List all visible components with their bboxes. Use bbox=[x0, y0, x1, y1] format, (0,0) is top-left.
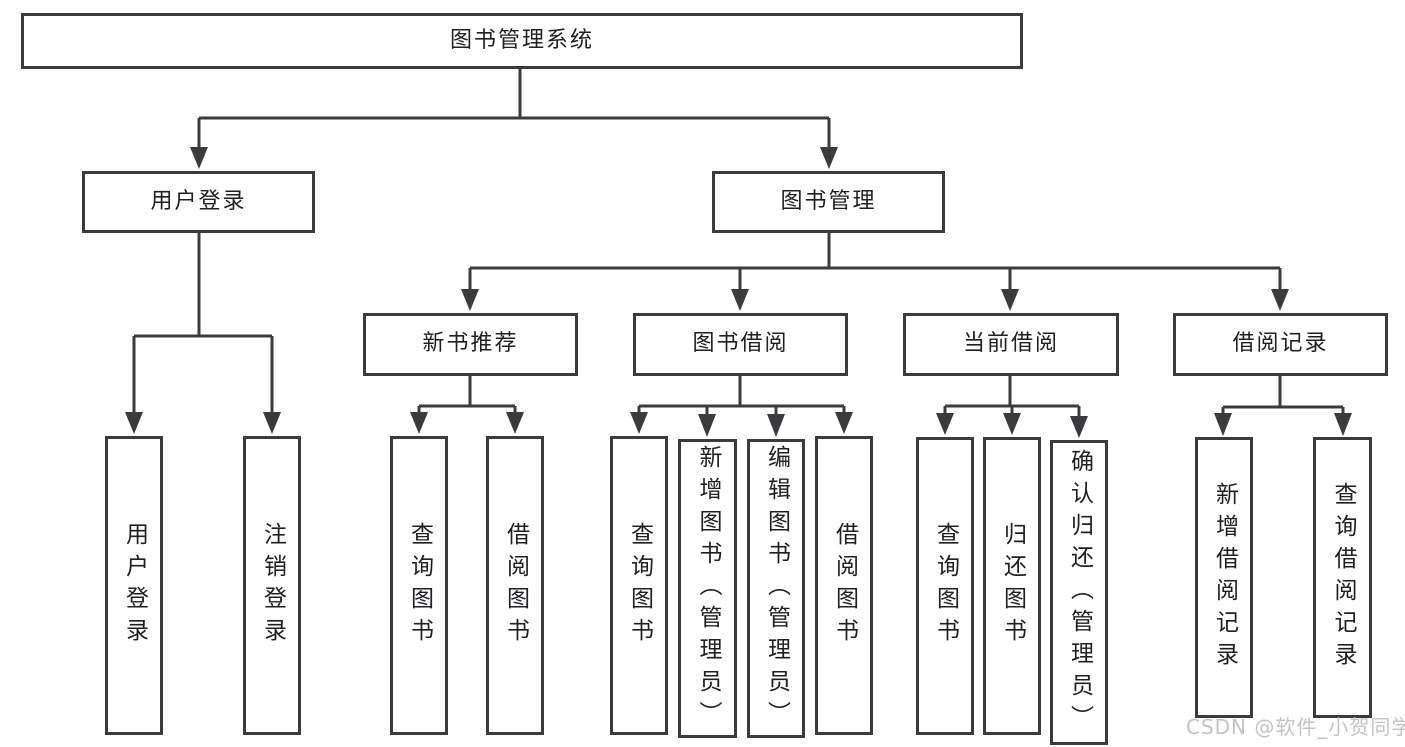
node-user-login-leaf: 用户登录 bbox=[105, 436, 163, 735]
node-return-book: 归还图书 bbox=[983, 437, 1041, 735]
node-add-book-admin: 新增图书（管理员） bbox=[678, 439, 737, 738]
node-borrow-records: 借阅记录 bbox=[1173, 313, 1388, 376]
node-user-login: 用户登录 bbox=[82, 171, 315, 233]
connector-book-borrow-to-leaves bbox=[630, 376, 853, 437]
node-add-borrow-record: 新增借阅记录 bbox=[1195, 437, 1253, 718]
connector-book-management-to-level3 bbox=[461, 233, 1289, 311]
connector-new-book-recommend-to-leaves bbox=[410, 376, 524, 434]
node-query-borrow-record: 查询借阅记录 bbox=[1313, 437, 1372, 718]
node-book-borrow: 图书借阅 bbox=[633, 313, 848, 376]
node-current-borrow: 当前借阅 bbox=[903, 313, 1119, 376]
node-confirm-return-admin: 确认归还（管理员） bbox=[1050, 440, 1108, 745]
node-borrow-books-recommend: 借阅图书 bbox=[486, 436, 544, 735]
node-library-management-system: 图书管理系统 bbox=[21, 13, 1023, 69]
node-borrow-books-leaf: 借阅图书 bbox=[815, 436, 873, 735]
node-edit-book-admin: 编辑图书（管理员） bbox=[747, 439, 805, 738]
connector-borrow-records-to-leaves bbox=[1214, 376, 1352, 436]
connector-current-borrow-to-leaves bbox=[936, 376, 1088, 438]
connector-user-login-to-leaves bbox=[125, 233, 281, 434]
connector-root-to-level2 bbox=[190, 69, 838, 169]
node-query-books-recommend: 查询图书 bbox=[390, 436, 448, 735]
watermark-text: CSDN @软件_小贺同学 bbox=[1186, 715, 1405, 739]
node-query-books-borrow: 查询图书 bbox=[610, 436, 668, 735]
node-logout-leaf: 注销登录 bbox=[243, 436, 301, 735]
node-query-books-current: 查询图书 bbox=[916, 437, 974, 735]
node-new-book-recommend: 新书推荐 bbox=[363, 313, 578, 376]
node-book-management: 图书管理 bbox=[712, 171, 945, 233]
